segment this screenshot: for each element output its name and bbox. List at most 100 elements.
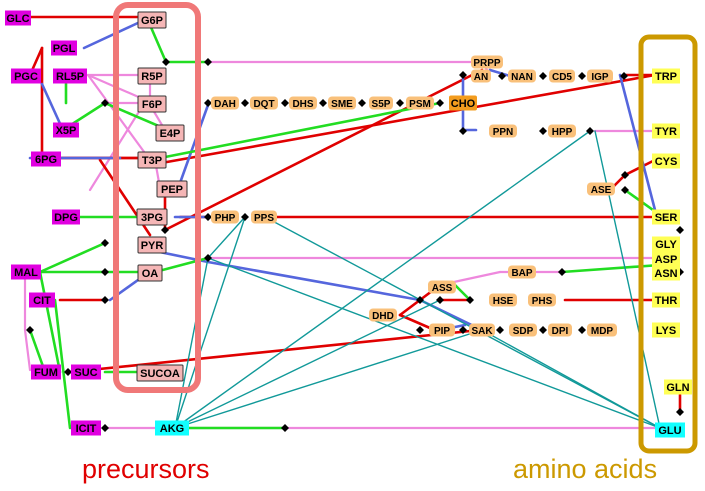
node-label: MDP [591, 326, 614, 337]
node-label: RL5P [56, 71, 84, 83]
junction-diamond [539, 72, 547, 80]
node-dpg: DPG [52, 209, 80, 225]
node-box [71, 420, 101, 436]
node-label: PGL [53, 43, 76, 55]
junction-diamond [621, 171, 629, 179]
node-box [155, 420, 189, 436]
node-label: SME [331, 99, 353, 110]
node-label: GLN [666, 382, 689, 394]
node-box [652, 236, 680, 252]
node-label: IGP [591, 72, 609, 83]
node-box [52, 209, 80, 225]
node-label: TRP [655, 71, 677, 83]
node-e4p: E4P [155, 124, 185, 142]
node-label: GLC [6, 13, 29, 25]
node-glu: GLU [655, 422, 685, 438]
node-label: ASS [432, 283, 453, 294]
node-label: PGC [14, 71, 38, 83]
node-t3p: T3P [137, 151, 167, 169]
node-label: ASN [654, 268, 677, 280]
node-box [489, 124, 517, 138]
node-label: TYR [655, 126, 677, 138]
node-gln: GLN [664, 379, 692, 395]
node-label: FUM [34, 367, 58, 379]
node-pgc: PGC [11, 68, 41, 84]
node-box [289, 96, 317, 110]
node-rl5p: RL5P [53, 68, 87, 84]
edges-teal [174, 130, 661, 429]
node-label: ASP [655, 254, 678, 266]
node-box [51, 40, 77, 56]
node-pip: PIP [429, 323, 455, 337]
node-label: HPP [552, 127, 573, 138]
node-box [11, 264, 41, 280]
junction-diamond [578, 72, 586, 80]
node-label: SER [655, 212, 678, 224]
node-g6p: G6P [137, 11, 167, 29]
node-label: HSE [493, 296, 514, 307]
node-ser: SER [652, 209, 680, 225]
node-label: ASE [591, 185, 612, 196]
node-tyr: TYR [652, 123, 680, 139]
node-sak: SAK [469, 323, 495, 337]
junction-diamond [162, 58, 170, 66]
node-label: PRPP [473, 58, 501, 69]
node-sucoa: SUCOA [136, 364, 184, 382]
node-label: X5P [56, 125, 77, 137]
node-label: PPN [493, 127, 514, 138]
node-pgl: PGL [51, 40, 77, 56]
junction-diamond [578, 326, 586, 334]
node-pyr: PYR [137, 236, 167, 254]
junction-diamond [101, 268, 109, 276]
node-box [449, 95, 477, 111]
node-box [549, 69, 575, 83]
node-cys: CYS [652, 153, 680, 169]
node-dqt: DQT [250, 96, 278, 110]
node-box [655, 422, 685, 438]
node-label: SDP [513, 326, 534, 337]
junction-diamond [281, 99, 289, 107]
node-box [369, 308, 397, 322]
node-trp: TRP [652, 68, 680, 84]
node-mdp: MDP [587, 323, 617, 337]
node-label: SUCOA [140, 368, 180, 380]
node-box [5, 10, 31, 26]
node-6pg: 6PG [31, 151, 61, 167]
junction-diamond [396, 99, 404, 107]
junction-diamond [358, 99, 366, 107]
junction-diamond [459, 127, 467, 135]
node-nan: NAN [508, 69, 536, 83]
junction-diamond [319, 99, 327, 107]
node-akg: AKG [155, 420, 189, 436]
node-box [508, 265, 536, 279]
node-oa: OA [137, 264, 163, 282]
node-glc: GLC [5, 10, 31, 26]
node-hpp: HPP [548, 124, 576, 138]
node-label: DHD [372, 311, 394, 322]
node-label: CIT [33, 295, 51, 307]
node-label: PIP [434, 326, 450, 337]
node-label: DQT [253, 99, 274, 110]
node-box [664, 379, 692, 395]
node-box [406, 96, 434, 110]
junction-diamond [101, 239, 109, 247]
node-box [136, 364, 184, 382]
node-label: CYS [655, 156, 678, 168]
node-box [137, 95, 167, 113]
node-label: PHS [532, 296, 553, 307]
node-label: GLU [658, 425, 681, 437]
node-box [156, 180, 188, 198]
amino-acids-frame [638, 34, 698, 454]
node-box [652, 123, 680, 139]
node-box [53, 68, 87, 84]
node-label: DPG [54, 212, 78, 224]
node-label: DAH [214, 99, 236, 110]
node-box [652, 209, 680, 225]
junction-diamond [620, 72, 628, 80]
node-label: 3PG [141, 212, 163, 224]
node-label: LYS [656, 325, 676, 337]
junction-diamond [101, 296, 109, 304]
node-lys: LYS [652, 322, 680, 338]
node-label: S5P [372, 99, 391, 110]
